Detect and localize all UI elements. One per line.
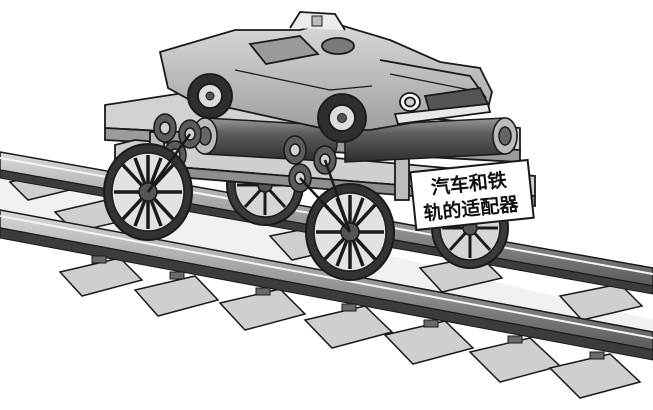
adapter-sign: 汽车和铁 轨的适配器 bbox=[409, 158, 535, 232]
convertible-car-icon bbox=[158, 11, 493, 143]
near-rail bbox=[0, 209, 653, 361]
drive-rods bbox=[146, 133, 352, 233]
roller-drum-icon bbox=[344, 117, 518, 163]
roller-drums bbox=[153, 113, 518, 193]
